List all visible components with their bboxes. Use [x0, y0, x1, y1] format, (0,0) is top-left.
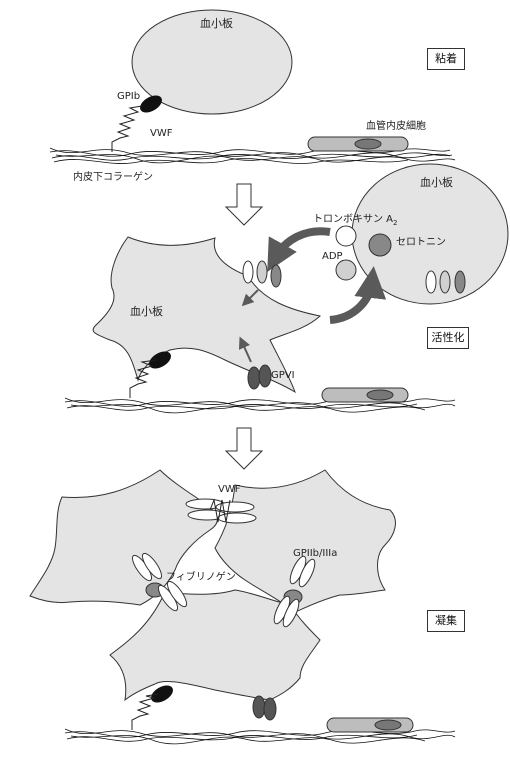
vwf-label-bottom: VWF — [218, 484, 241, 495]
source-platelet-label: 血小板 — [420, 175, 453, 189]
aggregation-stage: VWF フィブリノゲン GPIIb/IIIa — [30, 470, 455, 744]
thromboxane-circle — [336, 226, 356, 246]
adp-label: ADP — [322, 251, 343, 262]
endothelial-nucleus-middle — [367, 390, 393, 400]
endothelial-label: 血管内皮細胞 — [366, 119, 426, 132]
source-platelet-receptors — [426, 271, 465, 293]
stage-label-activation: 活性化 — [427, 327, 469, 349]
activated-platelet-receptors — [243, 261, 281, 287]
serotonin-label: セロトニン — [396, 236, 446, 248]
release-arrow-lower — [330, 282, 372, 320]
adhesion-stage: 血小板 GPIb VWF 内皮下コラーゲン 血管内皮細胞 — [50, 10, 455, 183]
vwf-spring — [112, 106, 142, 152]
stage-label-aggregation: 凝集 — [427, 610, 465, 632]
collagen-label: 内皮下コラーゲン — [73, 170, 153, 183]
stage-label-adhesion: 粘着 — [427, 48, 465, 70]
endothelial-nucleus-top — [355, 139, 381, 149]
gpiib-iiia-label: GPIIb/IIIa — [293, 548, 337, 559]
fibrinogen-label: フィブリノゲン — [166, 570, 236, 583]
platelet-label-middle: 血小板 — [130, 304, 163, 318]
down-arrow-2 — [226, 428, 262, 469]
serotonin-granule — [369, 234, 391, 256]
endothelial-nucleus-bottom — [375, 720, 401, 730]
endothelial-cell-middle — [322, 388, 408, 402]
thromboxane-label: トロンボキサン A2 — [313, 213, 398, 227]
activated-platelet — [93, 237, 320, 392]
platelet-label-top: 血小板 — [200, 16, 233, 30]
gpib-label: GPIb — [117, 91, 140, 102]
adp-circle — [336, 260, 356, 280]
gpvi-label: GPVI — [271, 370, 295, 381]
aggregating-platelet-right — [215, 470, 395, 612]
vwf-bridge — [186, 499, 256, 523]
activation-stage: 血小板 セロトニン トロンボキサン A2 ADP 血小板 — [65, 164, 508, 413]
vwf-label-top: VWF — [150, 128, 173, 139]
aggregating-platelet-left — [30, 470, 217, 605]
down-arrow-1 — [226, 184, 262, 225]
